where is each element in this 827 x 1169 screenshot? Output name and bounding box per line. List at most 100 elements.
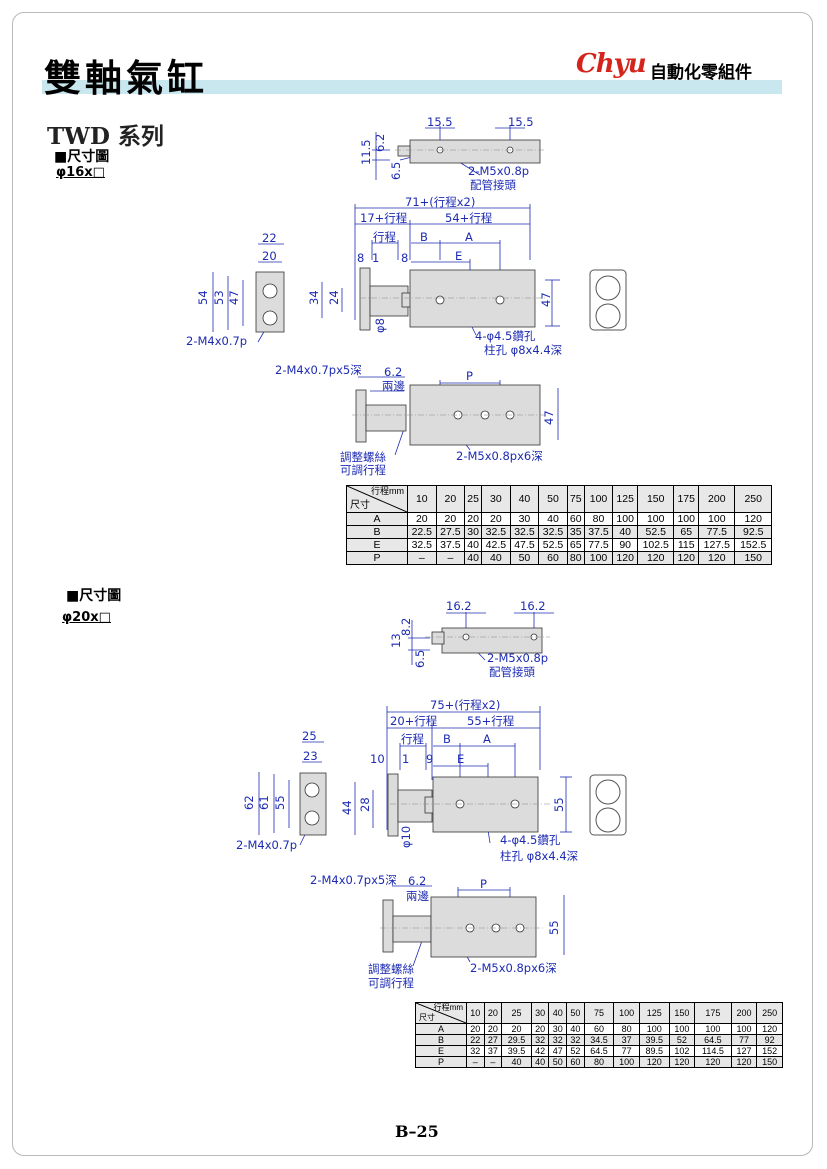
dim2-b: B xyxy=(443,732,451,746)
table-cell: 20 xyxy=(464,512,483,526)
dim-side-22: 22 xyxy=(262,231,277,245)
top2-port-label2: 配管接頭 xyxy=(489,665,535,679)
table-cell: 20 xyxy=(407,512,437,526)
table-cell: 80 xyxy=(583,1056,615,1068)
table-cell: 32.5 xyxy=(407,538,437,552)
dim2-top-d1: 16.2 xyxy=(446,599,472,613)
section2-heading: ■尺寸圖 xyxy=(66,588,122,604)
table-cell: 22.5 xyxy=(407,525,437,539)
dim-stroke: 行程 xyxy=(373,230,396,244)
table-cell: 100 xyxy=(613,1056,640,1068)
table-cell: 77.5 xyxy=(698,525,736,539)
table-cell: 40 xyxy=(530,1056,550,1068)
dim2-top-d3: 8.2 xyxy=(399,618,413,636)
stroke-header: 50 xyxy=(566,1002,585,1024)
table-cell: 47.5 xyxy=(509,538,540,552)
table-cell: 52.5 xyxy=(538,538,568,552)
stroke-header: 40 xyxy=(509,485,540,513)
corner-size-label: 尺寸 xyxy=(350,500,370,511)
dim2-stroke-b: 55+行程 xyxy=(467,714,515,728)
section1-bore: φ16x□ xyxy=(56,165,105,180)
table-cell: 39.5 xyxy=(638,1034,670,1046)
dim2-1: 1 xyxy=(402,752,409,766)
page-title: 雙軸氣缸 xyxy=(44,57,208,100)
table-cell: 39.5 xyxy=(501,1045,532,1057)
table-cell: 20 xyxy=(435,512,466,526)
dim2-h55: 55 xyxy=(552,797,566,812)
label2-adjust-stroke: 可調行程 xyxy=(368,976,414,990)
dim2-h28: 28 xyxy=(358,797,372,812)
table-cell: 102 xyxy=(668,1045,696,1057)
table-cell: 40 xyxy=(481,551,511,565)
table-cell: 20 xyxy=(466,1023,485,1035)
bottom-port-label: 2-M5x0.8px6深 xyxy=(456,449,543,463)
dim-h24: 24 xyxy=(327,290,341,305)
row-label: B xyxy=(346,525,408,539)
table-cell: 50 xyxy=(548,1056,568,1068)
table-cell: 22 xyxy=(466,1034,485,1046)
dim-1: 1 xyxy=(372,251,379,265)
stroke-header: 175 xyxy=(673,485,700,513)
dim-8a: 8 xyxy=(357,251,364,265)
table-cell: 60 xyxy=(566,1056,585,1068)
stroke-header: 10 xyxy=(407,485,437,513)
dim-top-d2: 15.5 xyxy=(508,115,534,129)
stroke-header: 250 xyxy=(734,485,772,513)
table-cell: 50 xyxy=(509,551,540,565)
dim2-total: 75+(行程x2) xyxy=(430,698,500,712)
table-cell: 42.5 xyxy=(481,538,511,552)
table-cell: 100 xyxy=(638,1023,670,1035)
table-cell: 120 xyxy=(756,1023,783,1035)
table-cell: – xyxy=(407,551,437,565)
table-cell: 89.5 xyxy=(638,1045,670,1057)
table-cell: 37 xyxy=(483,1045,503,1057)
row-label: A xyxy=(346,512,408,526)
table-cell: 60 xyxy=(538,551,568,565)
table-cell: 120 xyxy=(734,512,772,526)
dim-top-d3: 6.2 xyxy=(373,134,387,152)
dim-p: P xyxy=(466,369,473,383)
stroke-header: 125 xyxy=(612,485,639,513)
table-cell: 30 xyxy=(548,1023,568,1035)
table-cell: 29.5 xyxy=(501,1034,532,1046)
table-cell: 80 xyxy=(613,1023,640,1035)
row-label: E xyxy=(415,1045,467,1057)
table-cell: 77.5 xyxy=(583,538,614,552)
table-cell: 127.5 xyxy=(698,538,736,552)
stroke-header: 10 xyxy=(466,1002,485,1024)
label-adjust-stroke: 可調行程 xyxy=(340,463,386,477)
table-cell: – xyxy=(483,1056,503,1068)
stroke-header: 150 xyxy=(668,1002,696,1024)
brand-text: 自動化零組件 xyxy=(650,63,752,83)
table-cell: 92.5 xyxy=(734,525,772,539)
dim2-side-23: 23 xyxy=(303,749,318,763)
dim2-stroke: 行程 xyxy=(401,732,424,746)
table-cell: 30 xyxy=(464,525,483,539)
bottom-thread-label: 2-M4x0.7px5深 xyxy=(275,363,362,377)
dim-bottom-62: 6.2 xyxy=(384,365,402,379)
table-cell: 40 xyxy=(612,525,639,539)
table-cell: 100 xyxy=(694,1023,732,1035)
dim2-e: E xyxy=(457,752,464,766)
stroke-header: 75 xyxy=(566,485,585,513)
stroke-header: 30 xyxy=(530,1002,550,1024)
stroke-header: 20 xyxy=(435,485,466,513)
row-label: E xyxy=(346,538,408,552)
table-cell: 32 xyxy=(466,1045,485,1057)
table-cell: 20 xyxy=(501,1023,532,1035)
table-cell: 120 xyxy=(668,1056,696,1068)
table-cell: 52.5 xyxy=(637,525,675,539)
dim2-a: A xyxy=(483,732,491,746)
table-cell: – xyxy=(435,551,466,565)
top2-port-label: 2-M5x0.8p xyxy=(487,651,548,665)
table-cell: 60 xyxy=(583,1023,615,1035)
table-cell: 20 xyxy=(530,1023,550,1035)
table-cell: 52 xyxy=(668,1034,696,1046)
dim-rod: φ8 xyxy=(373,318,387,333)
table-cell: 77 xyxy=(730,1034,758,1046)
